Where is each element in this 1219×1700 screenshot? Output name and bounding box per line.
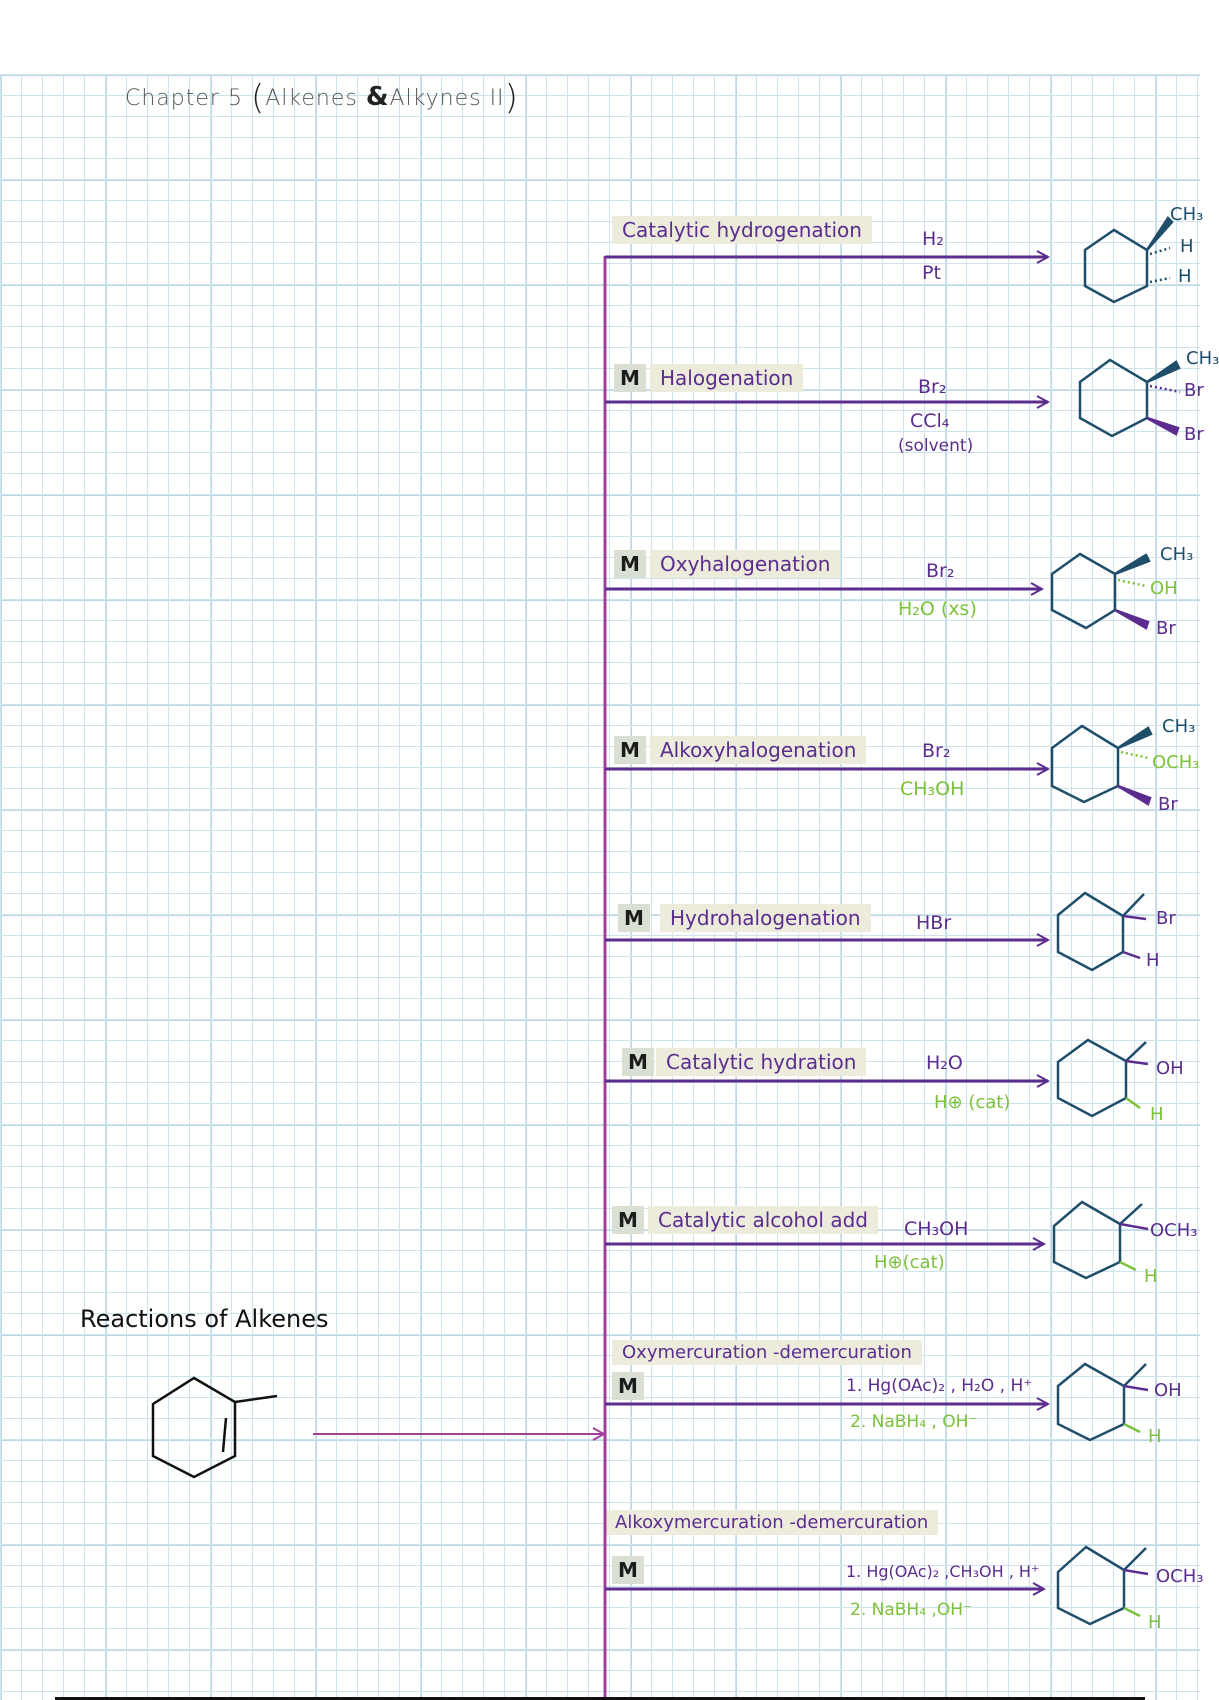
reaction-label-hydrogenation: Catalytic hydrogenation	[612, 216, 872, 244]
title-ampersand: &	[365, 82, 390, 112]
product-substituent: Br	[1158, 794, 1178, 815]
reagent-below: H⊕ (cat)	[934, 1092, 1011, 1113]
product-substituent: H	[1144, 1266, 1158, 1287]
mechanism-badge: M	[614, 736, 646, 764]
product-structure	[1056, 1038, 1149, 1118]
product-substituent: Br	[1156, 908, 1176, 929]
product-substituent: H	[1150, 1104, 1164, 1125]
reagent-above: CH₃OH	[904, 1218, 969, 1240]
reagent-note: (solvent)	[898, 436, 974, 456]
mechanism-badge: M	[618, 904, 650, 932]
title-chapter: Chapter 5	[125, 86, 243, 111]
title-open-paren: (	[250, 78, 266, 118]
product-substituent: H	[1148, 1426, 1162, 1447]
mechanism-badge: M	[612, 1372, 644, 1400]
reaction-label-alkoxyhalogenation: Alkoxyhalogenation	[650, 736, 867, 764]
section-heading: Reactions of Alkenes	[80, 1305, 329, 1333]
product-structure	[1050, 552, 1151, 630]
reagent-step-1: 1. Hg(OAc)₂ ,CH₃OH , H⁺	[846, 1562, 1040, 1581]
reagent-step-1: 1. Hg(OAc)₂ , H₂O , H⁺	[846, 1376, 1033, 1396]
reagent-above: Br₂	[926, 560, 955, 582]
product-substituent: OH	[1150, 578, 1178, 599]
mechanism-badge: M	[612, 1556, 644, 1584]
reaction-label-alkoxymercuration: Alkoxymercuration -demercuration	[605, 1510, 939, 1535]
title-alkynes: Alkynes II	[389, 86, 505, 111]
product-structure	[1050, 724, 1153, 806]
mechanism-badge: M	[614, 550, 646, 578]
reaction-label-hydrohalogenation: Hydrohalogenation	[660, 904, 871, 932]
reagent-above: Br₂	[918, 376, 947, 398]
product-substituent: H	[1180, 236, 1194, 257]
reagent-above: Br₂	[922, 740, 951, 762]
product-substituent: CH₃	[1160, 544, 1194, 565]
product-substituent: OCH₃	[1150, 1220, 1198, 1241]
mechanism-badge: M	[612, 1206, 644, 1234]
reagent-step-2: 2. NaBH₄ , OH⁻	[850, 1412, 978, 1432]
product-substituent: OCH₃	[1156, 1566, 1204, 1587]
reaction-label-halogenation: Halogenation	[650, 364, 804, 392]
product-substituent: CH₃	[1170, 204, 1204, 225]
reagent-step-2: 2. NaBH₄ ,OH⁻	[850, 1600, 972, 1620]
reaction-label-oxymercuration: Oxymercuration -demercuration	[612, 1340, 922, 1365]
product-structure	[1056, 891, 1147, 972]
reagent-below: CCl₄	[910, 410, 950, 432]
product-substituent: OH	[1156, 1058, 1184, 1079]
page-title: Chapter 5 (Alkenes &Alkynes II)	[125, 78, 519, 118]
product-substituent: H	[1178, 266, 1192, 287]
product-substituent: CH₃	[1162, 716, 1196, 737]
reagent-above: H₂	[922, 228, 944, 250]
reagent-above: HBr	[916, 912, 952, 934]
product-substituent: Br	[1184, 380, 1204, 401]
product-substituent: Br	[1184, 424, 1204, 445]
reagent-above: H₂O	[926, 1052, 963, 1074]
product-structure	[1078, 358, 1181, 438]
product-substituent: Br	[1156, 618, 1176, 639]
reagent-below: Pt	[922, 262, 941, 284]
title-close-paren: )	[504, 78, 519, 118]
product-structure	[1052, 1200, 1149, 1280]
product-substituent: OH	[1154, 1380, 1182, 1401]
product-substituent: CH₃	[1186, 348, 1219, 369]
reaction-label-oxyhalogenation: Oxyhalogenation	[650, 550, 841, 578]
product-structure	[1056, 1362, 1149, 1442]
reagent-below: H₂O (xs)	[898, 598, 977, 620]
reagent-below: H⊕(cat)	[874, 1252, 945, 1273]
reaction-label-catalytic-hydration: Catalytic hydration	[656, 1048, 867, 1076]
starting-material-structure	[151, 1376, 278, 1479]
graph-paper-background	[0, 74, 1200, 1700]
product-substituent: H	[1146, 950, 1160, 971]
mechanism-badge: M	[622, 1048, 654, 1076]
product-structure	[1083, 216, 1174, 304]
reaction-label-catalytic-alcohol-add: Catalytic alcohol add	[648, 1206, 878, 1234]
bottom-divider	[55, 1697, 1145, 1700]
title-alkenes: Alkenes	[265, 86, 366, 111]
product-substituent: H	[1148, 1612, 1162, 1633]
mechanism-badge: M	[614, 364, 646, 392]
product-structure	[1056, 1545, 1149, 1626]
reagent-below: CH₃OH	[900, 778, 965, 800]
product-substituent: OCH₃	[1152, 752, 1200, 773]
